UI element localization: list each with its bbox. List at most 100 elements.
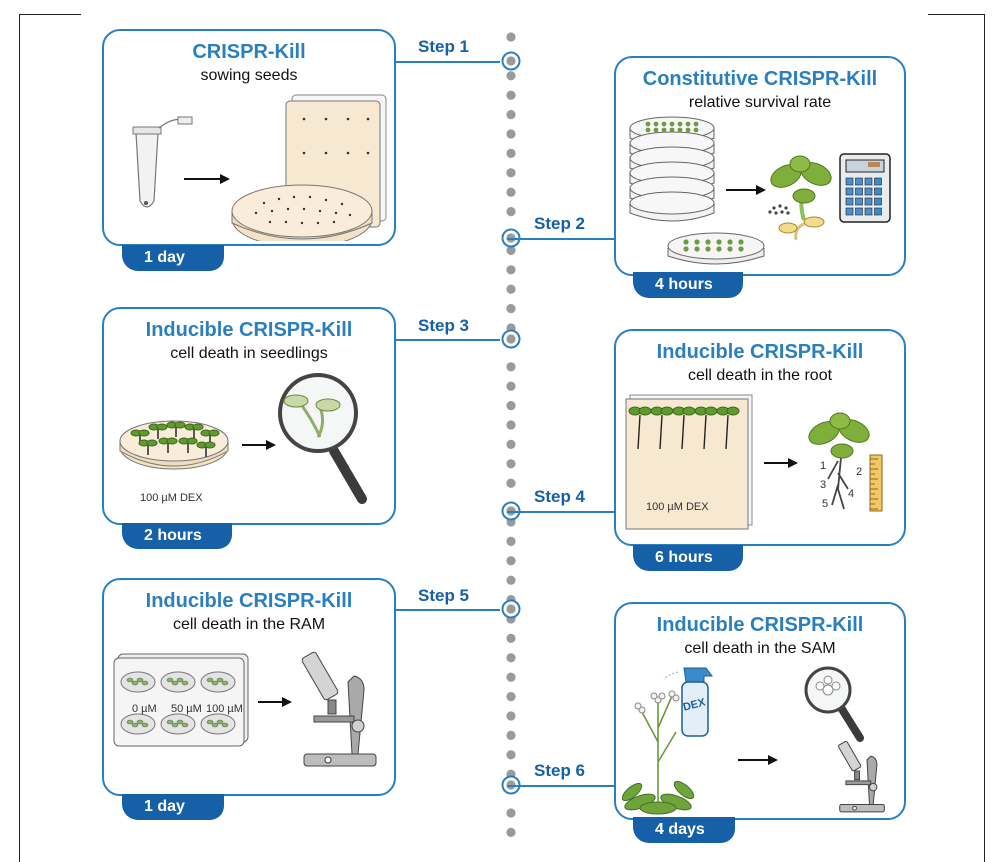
step-5-subtitle: cell death in the RAM [172, 616, 326, 633]
dex-concentration-label: 100 µM DEX [140, 492, 203, 504]
timeline-dot [506, 187, 516, 197]
timeline-dot [506, 362, 516, 372]
step-5-title: Inducible CRISPR-Kill [145, 590, 353, 612]
step-3-title: Inducible CRISPR-Kill [145, 319, 353, 341]
round-petri-dish-icon [231, 184, 373, 241]
microscope-icon [838, 740, 885, 813]
timeline-dot [506, 711, 516, 721]
step-1-connector [396, 61, 500, 63]
plate-stack-icon [629, 116, 765, 265]
step-6-duration-badge: 4 days [633, 817, 735, 843]
step-3-connector [396, 339, 500, 341]
step-5-marker-dot [506, 604, 516, 614]
timeline-dot [506, 245, 516, 255]
timeline-dot [506, 110, 516, 120]
timeline-dot [506, 148, 516, 158]
step-4-title: Inducible CRISPR-Kill [656, 341, 864, 363]
step-6-subtitle: cell death in the SAM [684, 640, 836, 657]
timeline-dot [506, 420, 516, 430]
step-4-duration-badge: 6 hours [633, 545, 743, 571]
timeline-dot [506, 575, 516, 585]
seedling-icon [770, 155, 832, 221]
step-3-card: Inducible CRISPR-Kill cell death in seed… [102, 307, 396, 525]
step-2-duration-badge: 4 hours [633, 272, 743, 298]
step-4-card: Inducible CRISPR-Kill cell death in the … [614, 329, 906, 546]
timeline-dot [506, 304, 516, 314]
step-5-card: Inducible CRISPR-Kill cell death in the … [102, 578, 396, 796]
timeline-dot [506, 633, 516, 644]
timeline-dot [506, 32, 516, 42]
step-2-connector [507, 238, 614, 240]
step-2-subtitle: relative survival rate [688, 94, 832, 111]
dex-concentration-label: 100 µM DEX [646, 501, 709, 513]
timeline-dot [506, 459, 516, 469]
timeline-dot [506, 71, 516, 81]
step-1-title: CRISPR-Kill [192, 41, 306, 63]
timeline-dot [506, 750, 516, 760]
calculator-icon [839, 153, 891, 223]
step-3-marker-dot [506, 334, 516, 344]
step-2-title: Constitutive CRISPR-Kill [642, 68, 878, 90]
step-2-card: Constitutive CRISPR-Kill relative surviv… [614, 56, 906, 276]
multiwell-plate-icon: 0 µM 50 µM 100 µM [113, 653, 249, 747]
seed-sowing-illustration [132, 94, 387, 241]
vertical-plate-icon [625, 394, 753, 530]
step-4-subtitle: cell death in the root [687, 367, 833, 384]
step-3-duration-badge: 2 hours [122, 523, 232, 549]
step-5-connector [396, 609, 500, 611]
root-death-illustration: 100 µM DEX 1 2 3 4 5 [625, 394, 883, 530]
root-number-2: 2 [856, 466, 862, 478]
timeline-dot [506, 90, 516, 100]
arrow-icon [242, 440, 276, 450]
root-measurement-icon: 1 2 3 4 5 [808, 412, 870, 510]
timeline-dot [506, 401, 516, 411]
root-number-1: 1 [820, 460, 826, 472]
step-5-label: Step 5 [418, 586, 470, 605]
step-4-marker-dot [506, 506, 516, 516]
arrow-icon [738, 755, 778, 765]
step-1-card: CRISPR-Kill sowing seeds [102, 29, 396, 246]
step-1-subtitle: sowing seeds [200, 67, 298, 84]
magnifying-glass-icon [804, 666, 864, 742]
step-1-marker-dot [506, 56, 516, 66]
survival-rate-illustration [629, 116, 891, 265]
timeline-dot [506, 536, 516, 546]
timeline-dot [506, 129, 516, 139]
spray-bottle-icon: DEX [663, 667, 713, 737]
microscope-icon [301, 651, 377, 767]
frame-top-left [19, 14, 81, 15]
frame-top-right [928, 14, 985, 15]
timeline-dot [506, 439, 516, 449]
ram-death-illustration: 0 µM 50 µM 100 µM [113, 651, 377, 767]
arrow-icon [184, 174, 230, 184]
sam-death-illustration: DEX [622, 666, 885, 815]
seedling-plate-icon [119, 420, 229, 470]
timeline-dot [506, 265, 516, 275]
timeline-dot [506, 827, 516, 838]
timeline-dot [506, 168, 516, 178]
step-3-label: Step 3 [418, 316, 470, 335]
timeline-dot [506, 284, 516, 294]
timeline-dot [506, 556, 516, 566]
magnifying-glass-icon [278, 373, 367, 504]
timeline-dot [506, 381, 516, 391]
timeline-dot [506, 672, 516, 682]
timeline-dot [506, 653, 516, 663]
seed-pile-icon [768, 204, 790, 215]
step-6-label: Step 6 [534, 761, 586, 780]
step-4-connector [507, 511, 614, 513]
timeline-dot [506, 808, 516, 818]
root-number-4: 4 [848, 488, 854, 500]
step-2-label: Step 2 [534, 214, 586, 233]
seedling-death-illustration: 100 µM DEX [119, 373, 367, 504]
tube-icon [132, 116, 193, 208]
root-number-3: 3 [820, 479, 826, 491]
step-1-label: Step 1 [418, 37, 470, 56]
step-3-subtitle: cell death in seedlings [170, 345, 328, 362]
timeline-dot [506, 730, 516, 741]
timeline-dots [501, 32, 521, 838]
arrow-icon [764, 458, 798, 468]
step-6-card: Inducible CRISPR-Kill cell death in the … [614, 602, 906, 820]
step-6-connector [507, 785, 614, 787]
timeline-dot [506, 692, 516, 702]
